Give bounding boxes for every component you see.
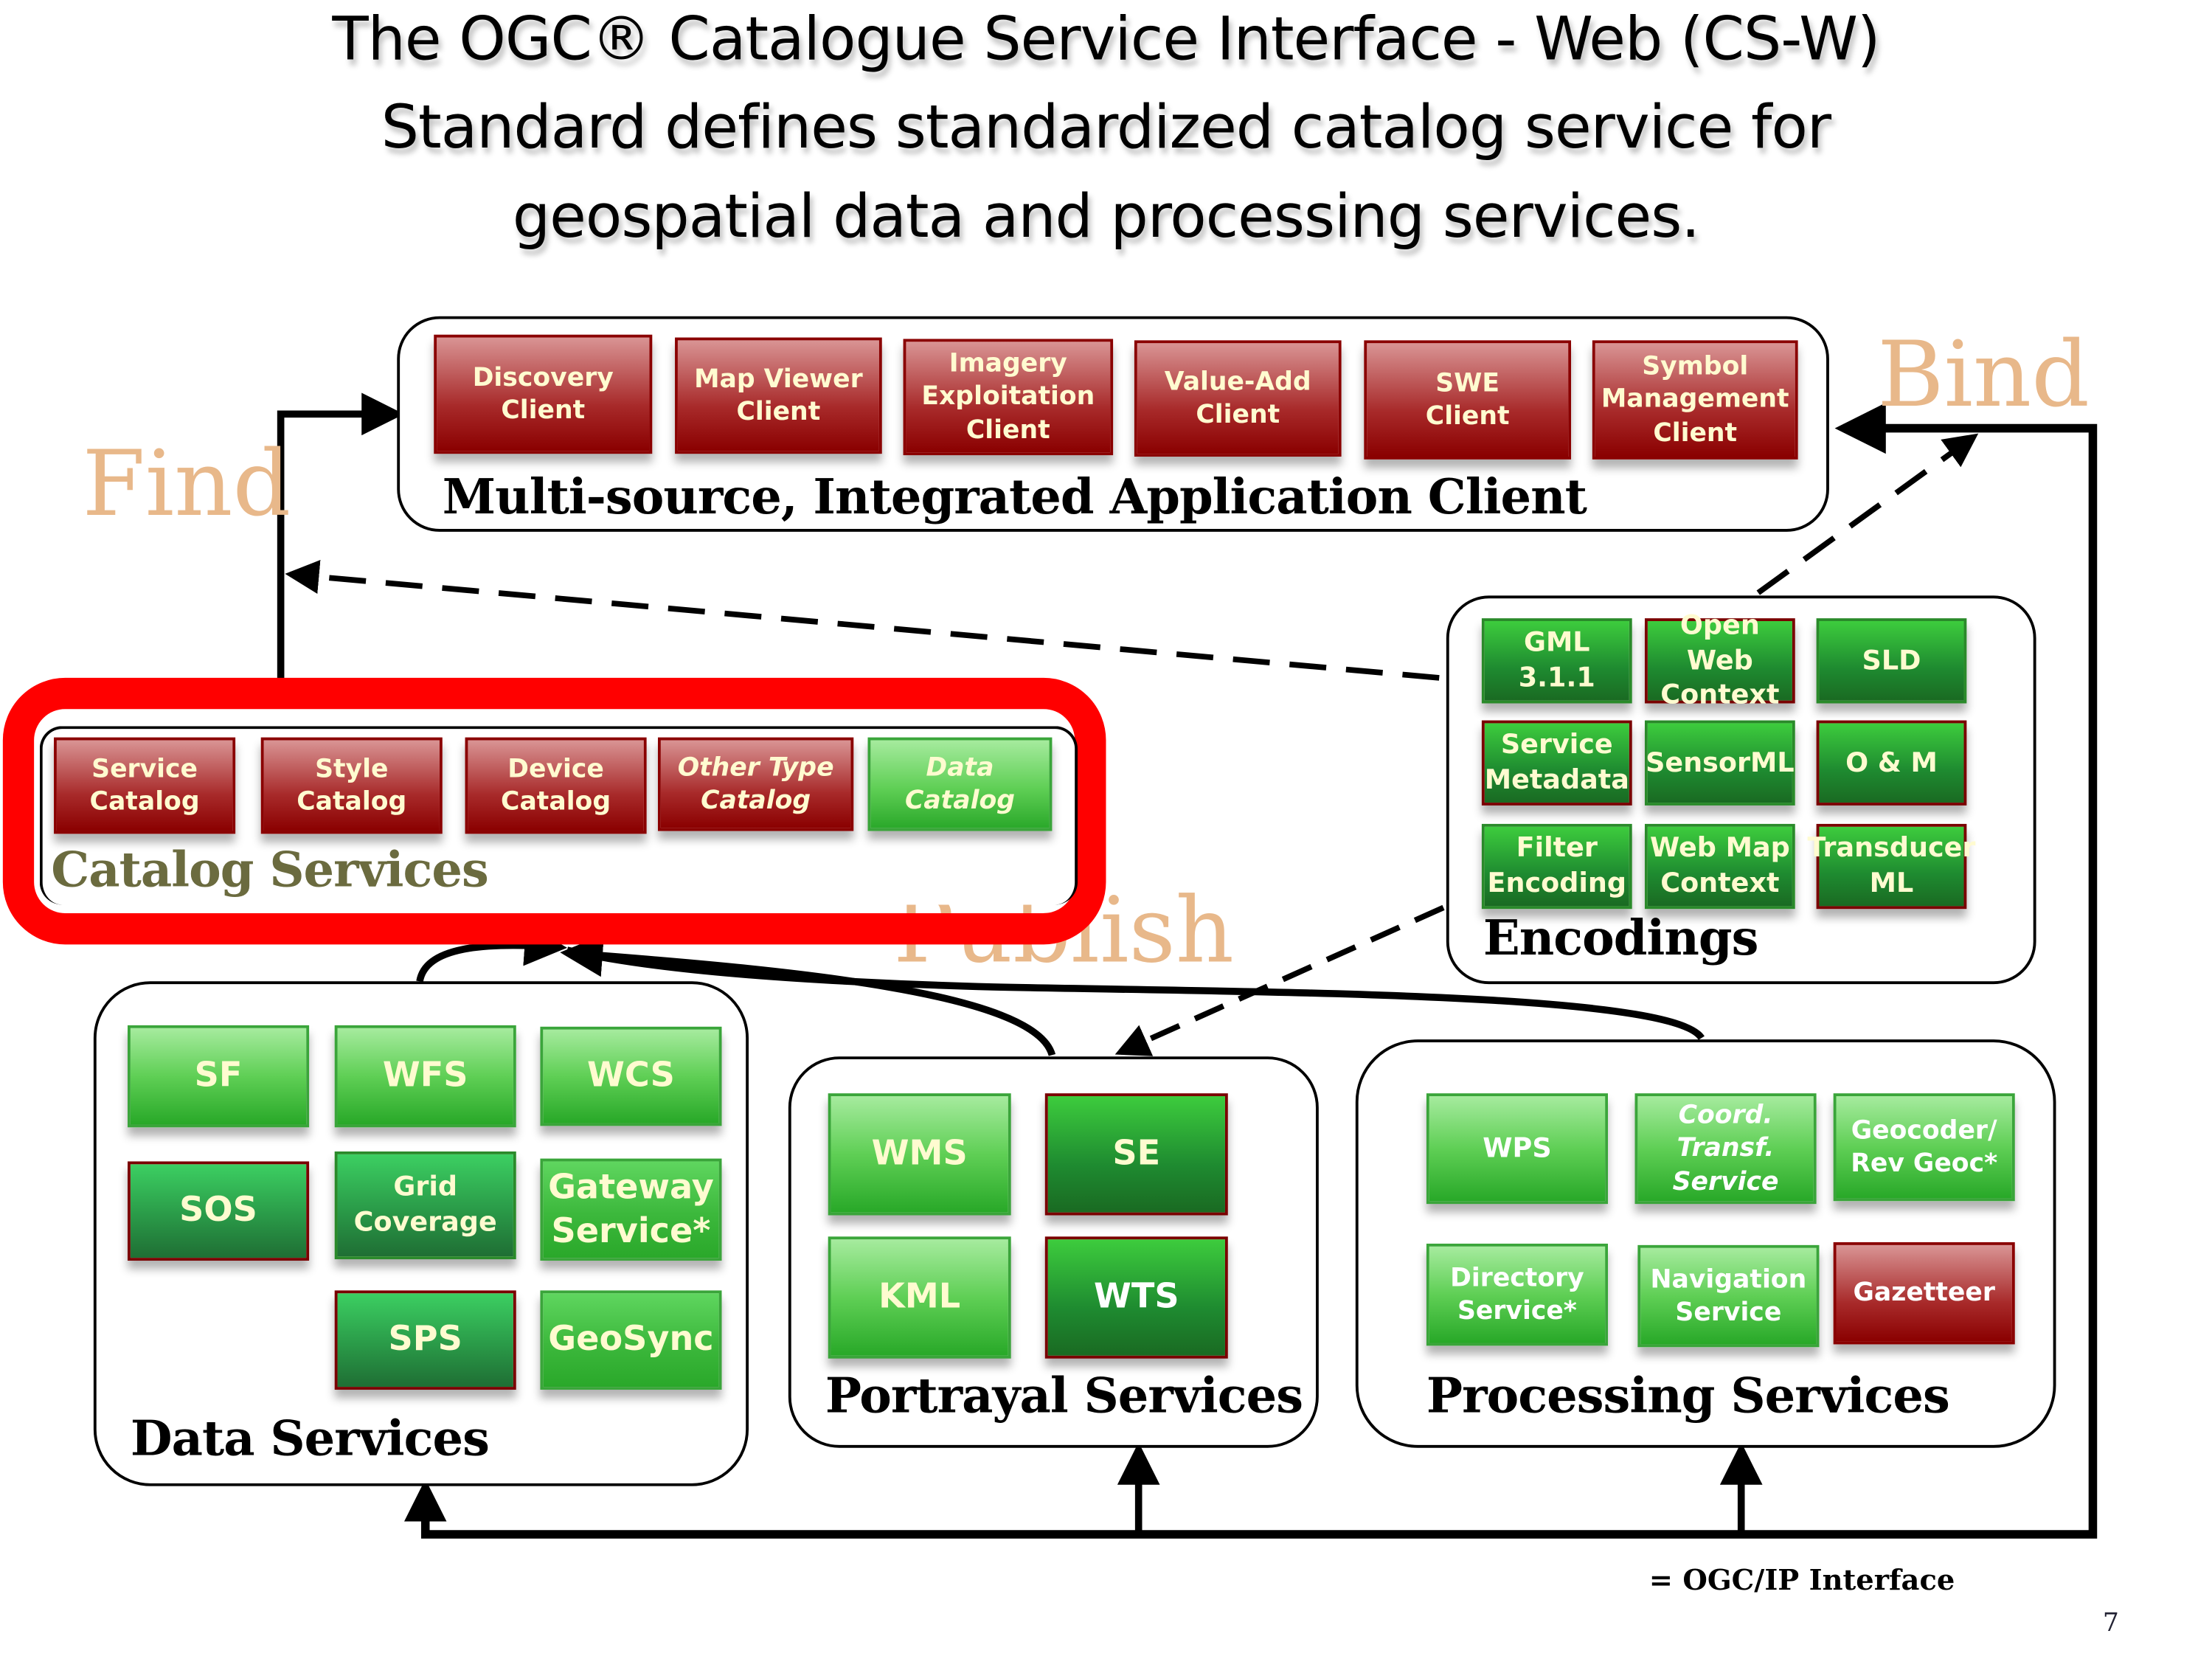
imagery-exploitation-client-box[interactable]: Imagery Exploitation Client	[903, 339, 1114, 456]
sf-box[interactable]: SF	[128, 1025, 310, 1128]
page-number: 7	[2102, 1608, 2119, 1638]
geocoder-box[interactable]: Geocoder/ Rev Geoc*	[1833, 1093, 2015, 1202]
web-map-context-box[interactable]: Web Map Context	[1644, 823, 1795, 910]
encodings-to-find-dashed-arrow	[285, 560, 1440, 681]
transducer-ml-box[interactable]: Transducer ML	[1808, 823, 1975, 910]
wts-box[interactable]: WTS	[1044, 1236, 1228, 1359]
map-viewer-client-box[interactable]: Map Viewer Client	[675, 337, 882, 454]
encodings-to-portrayal-dashed-arrow	[1114, 904, 1445, 1056]
style-catalog-box[interactable]: Style Catalog	[260, 737, 443, 834]
legend-interface-text: = OGC/IP Interface	[1648, 1562, 1955, 1597]
open-web-context-box[interactable]: Open Web Context	[1644, 610, 1795, 711]
wcs-box[interactable]: WCS	[540, 1026, 722, 1126]
sensorml-box[interactable]: SensorML	[1644, 720, 1795, 806]
device-catalog-box[interactable]: Device Catalog	[465, 737, 647, 834]
find-label: Find	[82, 432, 291, 538]
encodings-to-bind-dashed-arrow	[1756, 433, 1979, 595]
discovery-client-box[interactable]: Discovery Client	[434, 334, 653, 454]
application-client-label: Multi-source, Integrated Application Cli…	[442, 469, 1587, 527]
find-arrow	[277, 392, 404, 681]
wfs-box[interactable]: WFS	[334, 1025, 516, 1128]
filter-encoding-box[interactable]: Filter Encoding	[1481, 823, 1632, 910]
swe-client-box[interactable]: SWE Client	[1364, 340, 1572, 460]
processing-services-label: Processing Services	[1426, 1368, 1950, 1426]
publish-arc-data	[416, 923, 567, 983]
navigation-service-box[interactable]: Navigation Service	[1637, 1244, 1820, 1348]
coord-transf-service-box[interactable]: Coord. Transf. Service	[1634, 1093, 1817, 1205]
data-services-label: Data Services	[130, 1410, 490, 1468]
kml-box[interactable]: KML	[828, 1236, 1011, 1359]
geosync-box[interactable]: GeoSync	[540, 1290, 722, 1390]
encodings-label: Encodings	[1483, 910, 1759, 968]
catalog-services-label: Catalog Services	[51, 842, 489, 899]
sos-box[interactable]: SOS	[128, 1161, 310, 1261]
gml-encoding-box[interactable]: GML 3.1.1	[1481, 618, 1632, 704]
catalog-highlight-frame	[2, 677, 1106, 945]
publish-arc-processing	[566, 946, 1705, 1041]
title-line-1: The OGC® Catalogue Service Interface - W…	[332, 4, 1880, 74]
portrayal-services-label: Portrayal Services	[825, 1368, 1303, 1426]
se-box[interactable]: SE	[1044, 1093, 1228, 1216]
grid-coverage-box[interactable]: Grid Coverage	[334, 1151, 516, 1260]
bind-label: Bind	[1877, 323, 2090, 429]
service-metadata-box[interactable]: Service Metadata	[1481, 720, 1632, 806]
sld-box[interactable]: SLD	[1816, 618, 1967, 704]
publish-arc-portrayal	[560, 934, 1056, 1056]
other-type-catalog-box[interactable]: Other Type Catalog	[657, 737, 854, 831]
title-line-2: Standard defines standardized catalog se…	[381, 91, 1831, 162]
symbol-management-client-box[interactable]: Symbol Management Client	[1592, 340, 1798, 460]
gateway-service-box[interactable]: Gateway Service*	[540, 1158, 722, 1261]
value-add-client-box[interactable]: Value-Add Client	[1134, 340, 1342, 457]
data-catalog-box[interactable]: Data Catalog	[867, 737, 1053, 831]
wps-box[interactable]: WPS	[1426, 1093, 1609, 1205]
sps-box[interactable]: SPS	[334, 1290, 516, 1390]
wms-box[interactable]: WMS	[828, 1093, 1011, 1216]
gazetteer-box[interactable]: Gazetteer	[1833, 1242, 2015, 1345]
directory-service-box[interactable]: Directory Service*	[1426, 1243, 1609, 1346]
title-line-3: geospatial data and processing services.	[512, 181, 1700, 252]
service-catalog-box[interactable]: Service Catalog	[54, 737, 236, 834]
o-and-m-box[interactable]: O & M	[1816, 720, 1967, 806]
